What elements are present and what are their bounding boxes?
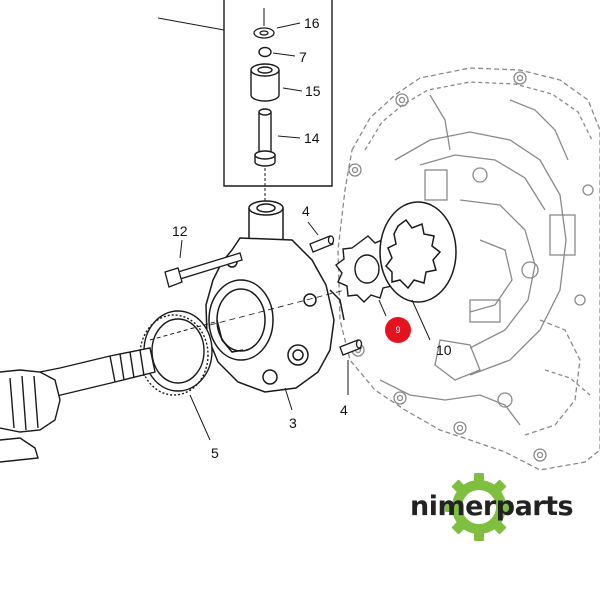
callout-10: 10 xyxy=(436,342,452,358)
part-4-dowel-pin-bottom xyxy=(339,339,363,395)
part-5-bearing-ring xyxy=(139,310,213,441)
callout-3: 3 xyxy=(289,415,297,431)
callout-5: 5 xyxy=(211,445,219,461)
callout-4-top: 4 xyxy=(302,203,310,219)
part-7-o-ring xyxy=(258,46,296,58)
nimerparts-logo: nimerparts xyxy=(410,473,574,541)
part-10-outer-ring-gear xyxy=(379,201,457,341)
part-15-bushing xyxy=(250,63,303,102)
part-3-leader xyxy=(284,387,293,411)
logo-text: nimerparts xyxy=(410,491,573,522)
part-14-pin xyxy=(254,108,301,205)
assembly-axis-line xyxy=(209,289,346,326)
callout-9: 9 xyxy=(395,325,400,335)
transmission-housing xyxy=(337,67,600,471)
callout-16: 16 xyxy=(304,15,320,31)
hotspot-marker[interactable] xyxy=(385,317,411,343)
callout-7: 7 xyxy=(299,49,307,65)
part-16-washer xyxy=(253,8,301,39)
part-4-dowel-pin-top xyxy=(307,221,335,253)
callout-15: 15 xyxy=(305,83,321,99)
detail-inset-box xyxy=(157,0,333,187)
callout-4-bottom: 4 xyxy=(340,402,348,418)
part-3-pump-body xyxy=(205,200,345,393)
callout-14: 14 xyxy=(304,130,320,146)
splined-shaft xyxy=(0,321,216,463)
callout-12: 12 xyxy=(172,223,188,239)
part-12-bolt xyxy=(164,239,243,288)
gear-icon xyxy=(445,473,513,541)
part-9-hotspot[interactable]: 9 xyxy=(385,317,411,343)
